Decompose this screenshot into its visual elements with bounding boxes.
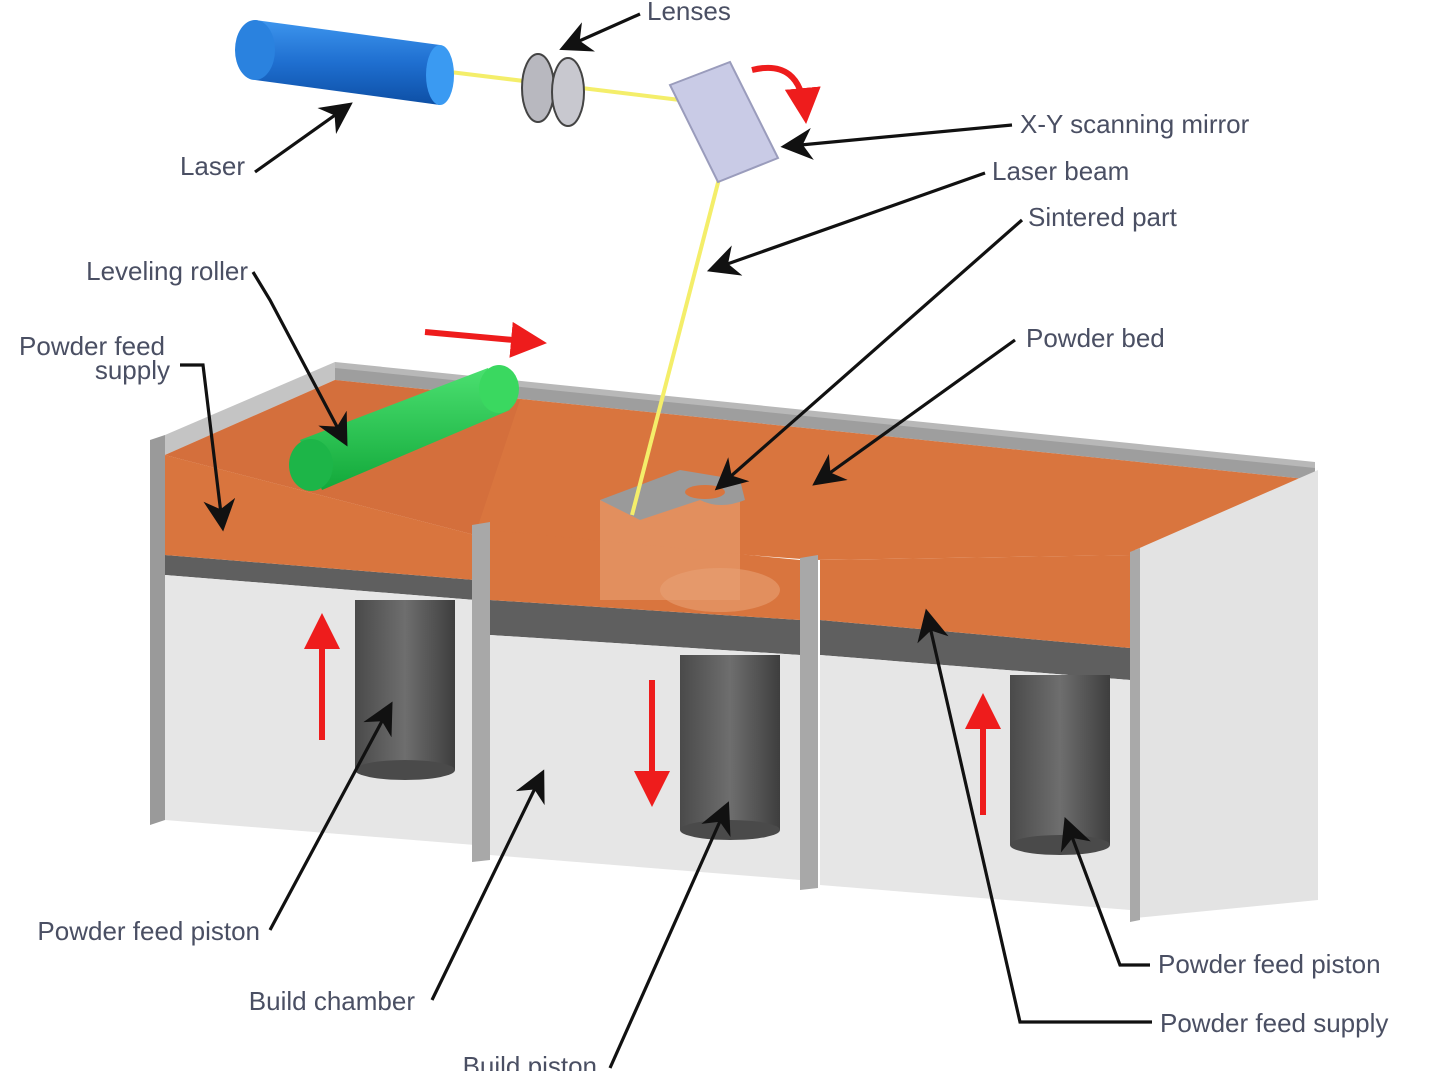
label-lenses: Lenses bbox=[647, 0, 731, 26]
build-chamber-leader bbox=[430, 769, 545, 1001]
label-powder-bed: Powder bed bbox=[1026, 323, 1165, 353]
lenses-leader bbox=[559, 12, 641, 52]
label-powder-feed-supply-left-2: supply bbox=[95, 355, 170, 385]
build-piston-leader bbox=[608, 801, 731, 1069]
build-piston bbox=[680, 655, 780, 830]
sintered-part bbox=[600, 470, 745, 520]
powder-supply-right-leader bbox=[917, 608, 1152, 1024]
label-powder-feed-supply-left-1: Powder feed bbox=[19, 331, 165, 361]
motion-arrows bbox=[304, 321, 1001, 815]
label-leveling-roller: Leveling roller bbox=[86, 256, 248, 286]
label-powder-feed-piston-right: Powder feed piston bbox=[1158, 949, 1381, 979]
mirror-leader bbox=[780, 123, 1013, 160]
roller-leader bbox=[251, 271, 348, 447]
labels: Lenses Laser X-Y scanning mirror Laser b… bbox=[19, 0, 1388, 1071]
leader-arrows bbox=[180, 12, 1152, 1069]
sintered-part-leader bbox=[714, 218, 1024, 491]
lenses bbox=[521, 53, 585, 127]
roller-motion-arrow bbox=[424, 321, 547, 358]
piston-left-leader bbox=[268, 701, 393, 931]
optics bbox=[235, 20, 821, 516]
label-build-piston: Build piston bbox=[463, 1051, 597, 1071]
powder-bed-leader bbox=[812, 338, 1016, 486]
xy-scanning-mirror bbox=[668, 60, 780, 184]
laser-beam-lower bbox=[630, 174, 722, 516]
label-laser-beam: Laser beam bbox=[992, 156, 1129, 186]
label-powder-feed-supply-right: Powder feed supply bbox=[1160, 1008, 1388, 1038]
label-sintered-part: Sintered part bbox=[1028, 202, 1178, 232]
powder-feed-piston-right bbox=[1010, 675, 1110, 845]
label-xy-mirror: X-Y scanning mirror bbox=[1020, 109, 1250, 139]
piston-right-leader bbox=[1060, 817, 1150, 967]
label-powder-feed-piston-left: Powder feed piston bbox=[37, 916, 260, 946]
leveling-roller bbox=[289, 365, 519, 491]
label-laser: Laser bbox=[180, 151, 245, 181]
pistons bbox=[355, 600, 1110, 855]
laser-beam-leader bbox=[706, 171, 986, 276]
label-build-chamber: Build chamber bbox=[249, 986, 416, 1016]
laser-leader bbox=[254, 102, 353, 174]
mirror-rotation-arrow bbox=[751, 64, 821, 124]
powder-supply-left-leader bbox=[180, 363, 236, 532]
laser bbox=[235, 20, 454, 105]
